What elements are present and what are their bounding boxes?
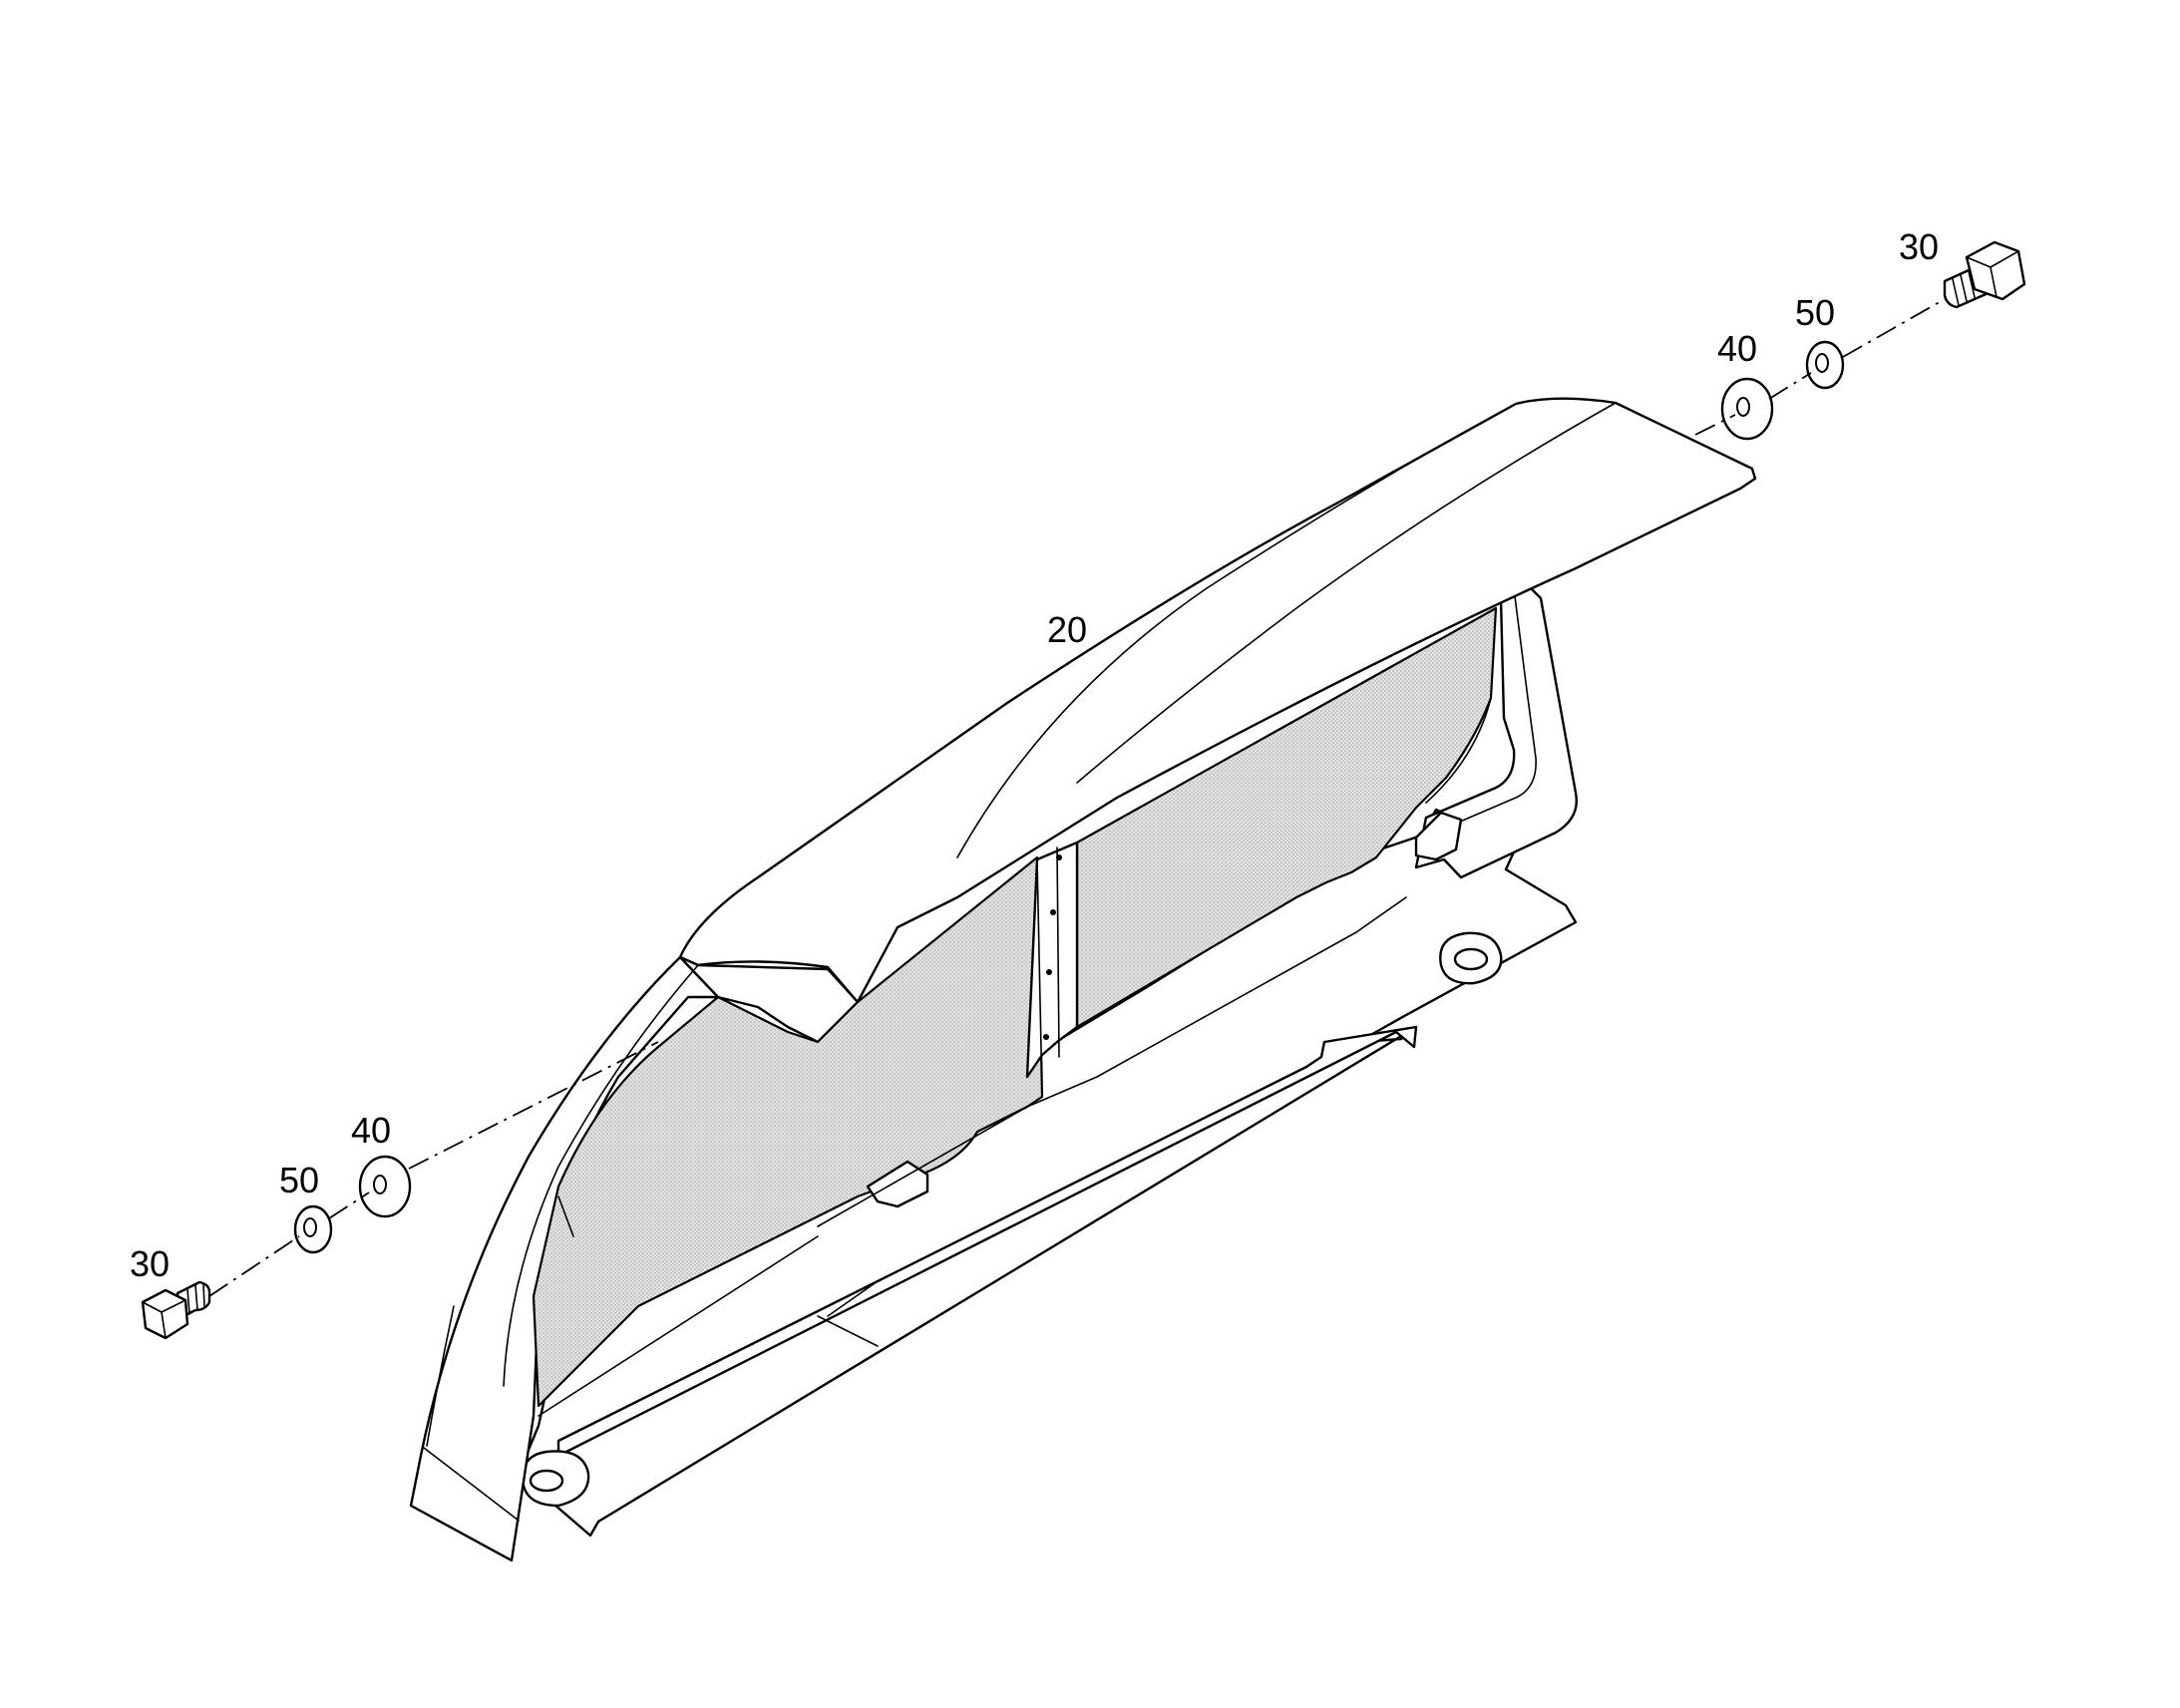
left-wall-fold-2 [426,1305,455,1447]
lower-box-panel [817,1280,879,1347]
flat-washer-right-inner [1736,397,1750,417]
divider-rivet-3 [1046,969,1052,975]
label-bolt-right: 30 [1899,226,1939,267]
top-shell-crease [956,403,1517,858]
guard-cover [409,397,1757,1562]
mesh-inner-curve [1425,697,1492,804]
mounting-axis-left [208,1041,659,1297]
flat-washer-right [1720,377,1774,441]
bolt-left-head-face [142,1299,186,1339]
right-wall-inner [1445,587,1537,829]
center-divider [1025,841,1079,1079]
flat-washer-left [358,1155,412,1218]
divider-rivet-4 [1043,1034,1049,1040]
right-side-tab [1414,811,1463,861]
left-wall-edge [503,964,699,1387]
bolt-right-thread [1952,270,1976,306]
flange-strip [556,1025,1418,1458]
label-washer-large-left: 40 [351,1110,391,1151]
left-wall-fold [423,1447,520,1522]
flange-hole-left [529,1469,564,1493]
bolt-left [141,1280,211,1340]
spring-washer-right [1805,340,1845,390]
mesh-panel-left [532,855,1044,1408]
label-washer-small-right: 50 [1795,292,1835,333]
bolt-right [1943,240,2026,309]
hardware-left [141,1155,412,1340]
label-cover: 20 [1047,609,1087,650]
divider-rivet-2 [1050,909,1056,915]
mounting-axis-right [1694,298,1946,436]
flat-washer-left-inner [373,1175,387,1195]
label-washer-small-left: 50 [279,1160,319,1200]
divider-rivet-1 [1056,854,1062,860]
hardware-right [1720,240,2026,441]
spring-washer-right-inner [1815,353,1829,373]
label-washer-large-right: 40 [1717,328,1757,369]
spring-washer-left [293,1204,333,1254]
right-wall [1414,581,1578,879]
flange-hole-right [1453,947,1489,971]
spring-washer-left-inner [303,1217,317,1237]
bolt-left-head [141,1288,189,1340]
center-divider-top [1036,847,1060,1098]
label-bolt-left: 30 [130,1243,170,1284]
top-shell-front-edge [1076,402,1617,784]
bolt-left-thread [186,1283,205,1315]
mesh-bottom-edge [817,896,1407,1227]
bolt-right-head-face [1966,250,2019,298]
mesh-left-inner [557,1196,574,1237]
mesh-bottom-edge-2 [538,1235,819,1417]
